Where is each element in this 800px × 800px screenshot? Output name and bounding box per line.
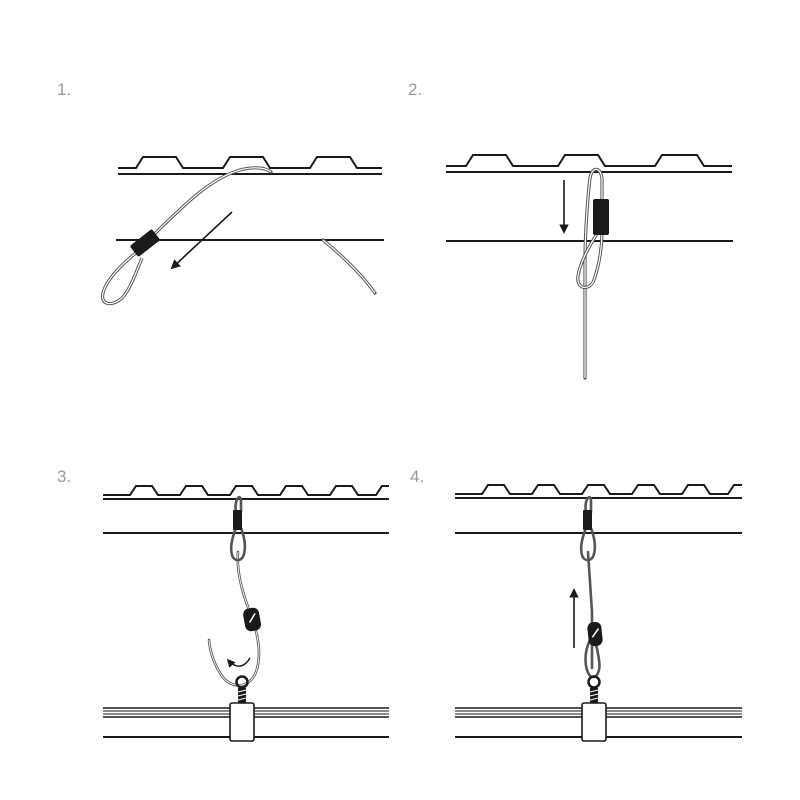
cable-gripper	[243, 607, 262, 632]
track-adapter	[229, 702, 255, 742]
step-1-panel	[100, 156, 384, 306]
ferrule-sleeve	[130, 229, 160, 257]
cable-loop-lower	[584, 635, 601, 679]
cable-loop	[100, 250, 144, 306]
track-eyelet	[235, 675, 249, 704]
cable-gripper	[587, 621, 603, 647]
ceiling-deck	[118, 156, 382, 175]
track-adapter	[581, 702, 607, 742]
ceiling-deck	[103, 485, 389, 500]
ferrule-sleeve	[593, 199, 609, 235]
step-2-number: 2.	[408, 80, 423, 99]
ferrule-sleeve	[233, 510, 242, 530]
step-1-number: 1.	[57, 80, 72, 99]
steel-cable	[140, 166, 377, 295]
direction-arrow	[170, 211, 233, 270]
track-eyelet	[587, 675, 601, 704]
cable-loop	[229, 527, 247, 562]
step-3-panel	[103, 485, 389, 742]
ceiling-deck	[455, 484, 742, 499]
step-2-panel	[446, 154, 733, 380]
ferrule-sleeve	[583, 510, 592, 530]
ceiling-deck	[446, 154, 732, 173]
step-3-number: 3.	[57, 467, 72, 486]
cable-loop	[579, 527, 597, 562]
rotate-arrow	[226, 657, 251, 668]
steel-cable	[584, 495, 594, 670]
step-4-panel	[455, 484, 742, 742]
step-4-number: 4.	[410, 467, 425, 486]
